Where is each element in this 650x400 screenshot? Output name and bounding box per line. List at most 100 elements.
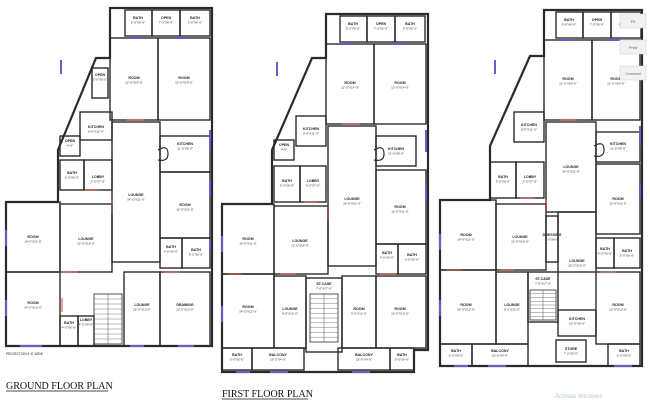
room-lounge	[59, 203, 113, 273]
room-dimension: 12'-0"X16'-0"	[511, 240, 529, 244]
room-dimension: 12'-0"X14'-0"	[391, 86, 409, 90]
room-dimension: 14'-0"X12'-0"	[239, 310, 257, 314]
room-name: ROOM	[562, 77, 573, 81]
room-name: ROOM	[242, 305, 253, 309]
room-name: ST.CASE	[535, 277, 551, 281]
outer-wall	[4, 6, 214, 348]
room-dimension: 7'-0"X17'-0"	[535, 282, 551, 286]
room-name: ROOM	[394, 307, 405, 311]
room-name: BALCONY	[355, 353, 373, 357]
room-dimension: 12'-0"X14'-0"	[125, 81, 143, 85]
room-name: BALCONY	[269, 353, 287, 357]
room-balcony	[251, 347, 305, 371]
toolbar-print-label: Print	[629, 45, 638, 50]
window-mark	[352, 371, 370, 373]
side-toolbar: Fit Print Comment	[619, 13, 647, 81]
room-dimension: 5'-0"X6'-0"	[346, 27, 360, 31]
room-name: KITCHEN	[610, 142, 626, 146]
room-name: BATH	[498, 175, 508, 179]
room-name: LOBBY	[524, 175, 537, 179]
room-name: OPEN	[95, 73, 106, 77]
room-name: ROOM	[610, 77, 621, 81]
room-dimension: 12'-0"X16'-0"	[291, 244, 309, 248]
window-mark	[209, 130, 211, 150]
room-name: BATH	[397, 353, 407, 357]
room-name: ROOM	[394, 205, 405, 209]
toolbar-comment-button[interactable]	[619, 65, 647, 81]
window-mark	[425, 130, 427, 152]
outer-wall	[220, 12, 430, 374]
room-name: BATH	[619, 349, 629, 353]
window-mark	[560, 39, 572, 41]
room-open	[273, 139, 295, 161]
room-name: BATH	[166, 245, 176, 249]
room-dimension: 5'-0"X6'-0"	[131, 21, 145, 25]
room-bath	[397, 243, 427, 275]
toolbar-print-button[interactable]	[619, 39, 647, 55]
room-dimension: 8'-0"X11'-0"	[88, 130, 104, 134]
room-name: LOUNGE	[512, 235, 528, 239]
room-dimension: 5'-0"X6'-0"	[188, 21, 202, 25]
window-mark	[439, 234, 441, 250]
room-kitchen	[295, 115, 327, 147]
room-dimension: 4'-0"X6'-0"	[380, 256, 394, 260]
room-dimension: 4'-0"X6'-0"	[62, 326, 76, 330]
room-name: OPEN	[376, 22, 387, 26]
room-dimension: 12'-0"X14'-0"	[175, 81, 193, 85]
window-mark	[614, 365, 632, 367]
room-dimension: 16'-0"X13'-6"	[133, 308, 151, 312]
room-open	[91, 67, 109, 99]
room-name: BATH	[600, 247, 610, 251]
room-dimension: 11'-0"X8'-0"	[177, 147, 193, 151]
room-name: ROOM	[612, 303, 623, 307]
window-mark	[439, 300, 441, 316]
room-bath	[613, 237, 641, 269]
window-mark	[342, 43, 354, 45]
window-mark	[221, 306, 223, 322]
room-dimension: 5'-0"X5'-0"	[230, 358, 244, 362]
room-dimension: 9'-0"X12'-0"	[282, 312, 298, 316]
window-mark	[221, 236, 223, 252]
room-store	[555, 339, 587, 363]
window-mark	[209, 240, 211, 250]
room-dimension: 5'-0"X6'-0"	[562, 23, 576, 27]
room-dimension: 4'-0"X6'-0"	[598, 252, 612, 256]
room-dimension: 16'-0"X4'-6"	[492, 354, 508, 358]
room-name: LOUNGE	[504, 303, 520, 307]
toolbar-fit-button[interactable]	[619, 13, 647, 29]
room-dimension: 10'-0"X8'-0"	[569, 322, 585, 326]
room-name: KITCHEN	[388, 147, 404, 151]
window-mark	[5, 230, 7, 246]
room-lounge	[111, 121, 161, 263]
room-dimension: 5'-0"X8'-0"	[545, 238, 559, 242]
room-name: BATH	[407, 253, 417, 257]
room-dimension: 7'-0"X17'-0"	[316, 287, 332, 291]
room-dimension: 14'-0"X12'-0"	[24, 306, 42, 310]
window-mark	[5, 300, 7, 316]
room-name: KITCHEN	[569, 317, 585, 321]
room-name: OPEN	[592, 18, 603, 22]
sink-fixture	[593, 143, 605, 157]
room-name: ROOM	[344, 81, 355, 85]
window-mark	[178, 345, 194, 347]
room-dimension: 12'-0"X16'-0"	[77, 242, 95, 246]
room-bath	[181, 237, 211, 269]
room-dimension: 12'-0"X11'-0"	[609, 202, 627, 206]
room-dimension: 5'-0"X6'-0"	[65, 176, 79, 180]
room-dimension: 14'-0"X21'-0"	[562, 170, 580, 174]
activate-windows-watermark: Activate Windows	[555, 394, 602, 400]
room-dimension: 16'-0"X4'-6"	[270, 358, 286, 362]
sink-fixture	[373, 147, 385, 161]
room-name: LOUNGE	[78, 237, 94, 241]
room-name: KITCHEN	[177, 142, 193, 146]
room-name: BALCONY	[491, 349, 509, 353]
window-mark	[236, 371, 250, 373]
room-dimension: 8'-0"X11'-0"	[303, 132, 319, 136]
room-dimension: 14'-0"X11'-0"	[24, 240, 42, 244]
window-mark	[608, 39, 620, 41]
room-dimension: 14'-0"X11'-0"	[239, 242, 257, 246]
room-dimension: 14'-0"X11'-0"	[457, 238, 475, 242]
room-dimension: 16'-0"X4'-6"	[356, 358, 372, 362]
room-name: BATH	[191, 248, 201, 252]
